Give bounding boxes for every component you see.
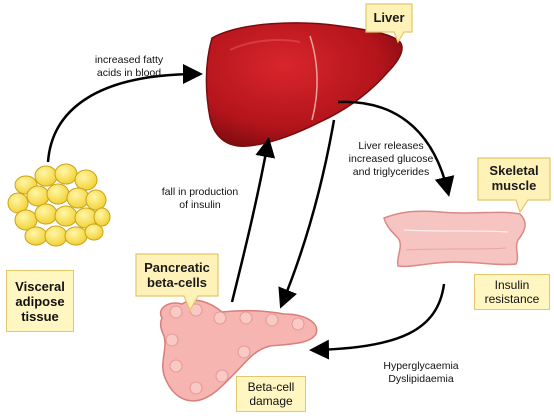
arrow-muscle-to-pancreas	[309, 283, 446, 360]
skeletal-muscle-label: Skeletal muscle	[489, 163, 539, 193]
beta-cell-damage-label: Beta-cell damage	[236, 376, 306, 412]
pancreatic-callout-bubble	[135, 253, 219, 312]
hyperglycaemia-annotation: Hyperglycaemia Dyslipidaemia	[383, 360, 459, 385]
visceral-adipose-tissue-label: Visceral adipose tissue	[6, 270, 74, 332]
adipose-illustration	[7, 163, 111, 247]
insulin-resistance-label: Insulin resistance	[474, 274, 550, 310]
arrow-liver-to-pancreas	[278, 119, 336, 309]
fall-insulin-annotation: fall in production of insulin	[161, 186, 239, 211]
muscle-illustration	[383, 210, 526, 268]
liver-label: Liver	[373, 10, 405, 25]
arrow-liver-to-muscle	[337, 100, 455, 197]
fatty-acids-annotation: increased fatty acids in blood	[94, 54, 164, 79]
muscle-callout-bubble	[477, 157, 551, 214]
liver-releases-annotation: Liver releases increased glucose and tri…	[348, 140, 434, 178]
pancreas-illustration	[159, 299, 318, 402]
liver-callout-bubble	[365, 3, 413, 44]
arrow-pancreas-to-liver	[230, 137, 276, 303]
arrow-adipose-to-liver	[46, 64, 203, 163]
pancreatic-beta-cells-label: Pancreatic beta-cells	[144, 260, 210, 290]
liver-illustration	[205, 22, 403, 147]
